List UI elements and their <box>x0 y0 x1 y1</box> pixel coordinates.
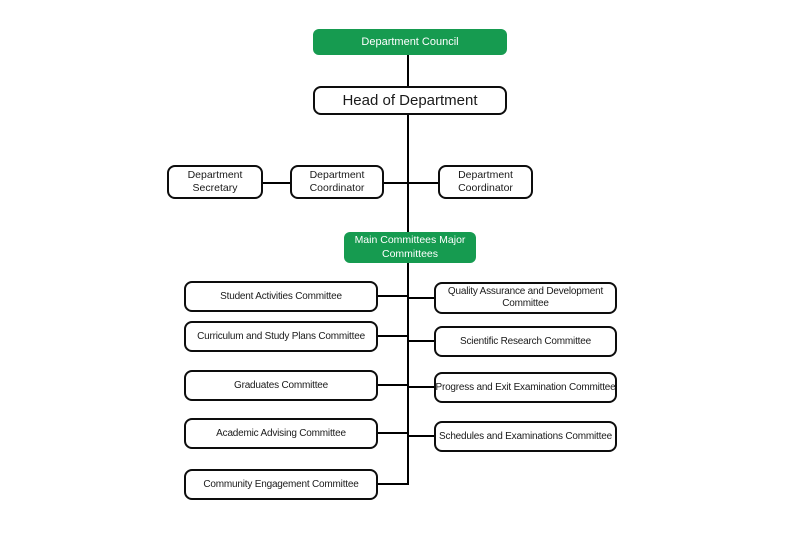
connector-secretary-coordinator <box>261 182 292 184</box>
connector-left-committee-3 <box>376 384 409 386</box>
node-community-engagement-committee: Community Engagement Committee <box>184 469 378 500</box>
connector-right-committee-1 <box>408 297 436 299</box>
node-community-engagement-committee-label: Community Engagement Committee <box>203 479 359 490</box>
node-main-committees-header-label: Main Committees Major Committees <box>354 233 466 260</box>
node-progress-exit-examination-committee: Progress and Exit Examination Committee <box>434 372 617 403</box>
connector-left-committee-1 <box>376 295 409 297</box>
connector-right-committee-4 <box>408 435 436 437</box>
node-department-secretary-label: Department Secretary <box>187 169 243 194</box>
node-department-coordinator-2-label: Department Coordinator <box>458 169 513 194</box>
node-schedules-examinations-committee-label: Schedules and Examinations Committee <box>439 431 612 442</box>
node-department-council-label: Department Council <box>361 36 459 48</box>
node-department-coordinator-2: Department Coordinator <box>438 165 533 199</box>
node-progress-exit-examination-committee-label: Progress and Exit Examination Committee <box>435 382 616 393</box>
connector-right-committee-3 <box>408 386 436 388</box>
node-department-secretary: Department Secretary <box>167 165 263 199</box>
node-curriculum-study-plans-committee: Curriculum and Study Plans Committee <box>184 321 378 352</box>
node-head-of-department: Head of Department <box>313 86 507 115</box>
node-quality-assurance-development-committee: Quality Assurance and Development Commit… <box>434 282 617 314</box>
node-graduates-committee-label: Graduates Committee <box>233 380 329 391</box>
node-department-coordinator-1-label: Department Coordinator <box>309 169 365 194</box>
node-graduates-committee: Graduates Committee <box>184 370 378 401</box>
connector-coordinator-row <box>382 182 440 184</box>
node-main-committees-header: Main Committees Major Committees <box>344 232 476 263</box>
node-student-activities-committee-label: Student Activities Committee <box>220 291 342 302</box>
node-curriculum-study-plans-committee-label: Curriculum and Study Plans Committee <box>197 331 365 342</box>
connector-right-committee-2 <box>408 340 436 342</box>
node-academic-advising-committee: Academic Advising Committee <box>184 418 378 449</box>
node-head-of-department-label: Head of Department <box>342 92 478 109</box>
node-department-coordinator-1: Department Coordinator <box>290 165 384 199</box>
node-academic-advising-committee-label: Academic Advising Committee <box>216 428 346 439</box>
node-scientific-research-committee: Scientific Research Committee <box>434 326 617 357</box>
connector-trunk-vertical <box>407 54 409 485</box>
connector-left-committee-5 <box>376 483 409 485</box>
node-department-council: Department Council <box>313 29 507 55</box>
node-student-activities-committee: Student Activities Committee <box>184 281 378 312</box>
node-scientific-research-committee-label: Scientific Research Committee <box>460 336 591 347</box>
node-quality-assurance-development-committee-label: Quality Assurance and Development Commit… <box>447 285 604 310</box>
node-schedules-examinations-committee: Schedules and Examinations Committee <box>434 421 617 452</box>
connector-left-committee-4 <box>376 432 409 434</box>
connector-left-committee-2 <box>376 335 409 337</box>
